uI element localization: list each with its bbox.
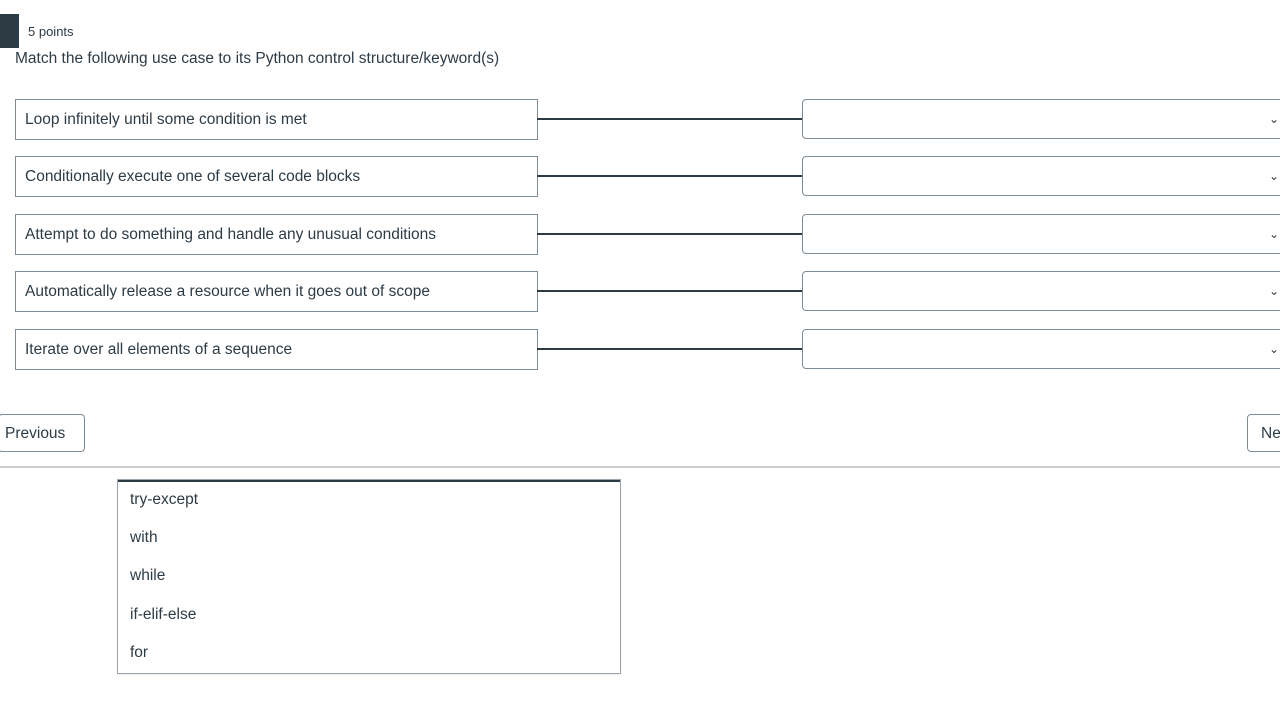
match-prompt-label: Iterate over all elements of a sequence: [25, 341, 293, 358]
question-prompt: Match the following use case to its Pyth…: [15, 50, 500, 67]
answer-options-dropdown: try-except with while if-elif-else for: [117, 479, 621, 674]
dropdown-top-border: [118, 480, 620, 482]
match-connector-line: [537, 290, 803, 292]
dropdown-option-try-except[interactable]: try-except: [130, 491, 199, 508]
match-connector-line: [537, 175, 803, 177]
match-row: Conditionally execute one of several cod…: [0, 156, 1280, 197]
match-row: Attempt to do something and handle any u…: [0, 214, 1280, 255]
match-connector-line: [537, 233, 803, 235]
chevron-down-icon: ⌄: [1268, 169, 1279, 183]
match-prompt-label: Attempt to do something and handle any u…: [25, 226, 437, 243]
dropdown-option-while[interactable]: while: [130, 567, 166, 584]
dropdown-option-for[interactable]: for: [130, 644, 149, 661]
match-connector-line: [537, 348, 803, 350]
answer-select-1[interactable]: ⌄: [802, 99, 1280, 139]
match-prompt-box: Automatically release a resource when it…: [15, 271, 538, 312]
chevron-down-icon: ⌄: [1268, 284, 1279, 298]
match-connector-line: [537, 118, 803, 120]
dropdown-option-if-elif-else[interactable]: if-elif-else: [130, 606, 197, 623]
answer-select-3[interactable]: ⌄: [802, 214, 1280, 254]
match-prompt-box: Attempt to do something and handle any u…: [15, 214, 538, 255]
chevron-down-icon: ⌄: [1268, 112, 1279, 126]
question-marker: [0, 14, 19, 48]
divider: [0, 466, 1280, 468]
answer-select-2[interactable]: ⌄: [802, 156, 1280, 196]
dropdown-option-with[interactable]: with: [130, 529, 158, 546]
question-points: 5 points: [28, 24, 74, 39]
match-row: Automatically release a resource when it…: [0, 271, 1280, 312]
match-prompt-label: Conditionally execute one of several cod…: [25, 168, 361, 185]
chevron-down-icon: ⌄: [1268, 227, 1279, 241]
match-prompt-label: Loop infinitely until some condition is …: [25, 111, 307, 128]
match-row: Iterate over all elements of a sequence …: [0, 329, 1280, 370]
chevron-down-icon: ⌄: [1268, 342, 1279, 356]
match-prompt-box: Conditionally execute one of several cod…: [15, 156, 538, 197]
answer-select-4[interactable]: ⌄: [802, 271, 1280, 311]
previous-button[interactable]: Previous: [0, 414, 85, 452]
match-prompt-box: Iterate over all elements of a sequence: [15, 329, 538, 370]
match-prompt-label: Automatically release a resource when it…: [25, 283, 430, 300]
match-row: Loop infinitely until some condition is …: [0, 99, 1280, 140]
next-button[interactable]: Next: [1247, 414, 1280, 452]
answer-select-5[interactable]: ⌄: [802, 329, 1280, 369]
match-prompt-box: Loop infinitely until some condition is …: [15, 99, 538, 140]
